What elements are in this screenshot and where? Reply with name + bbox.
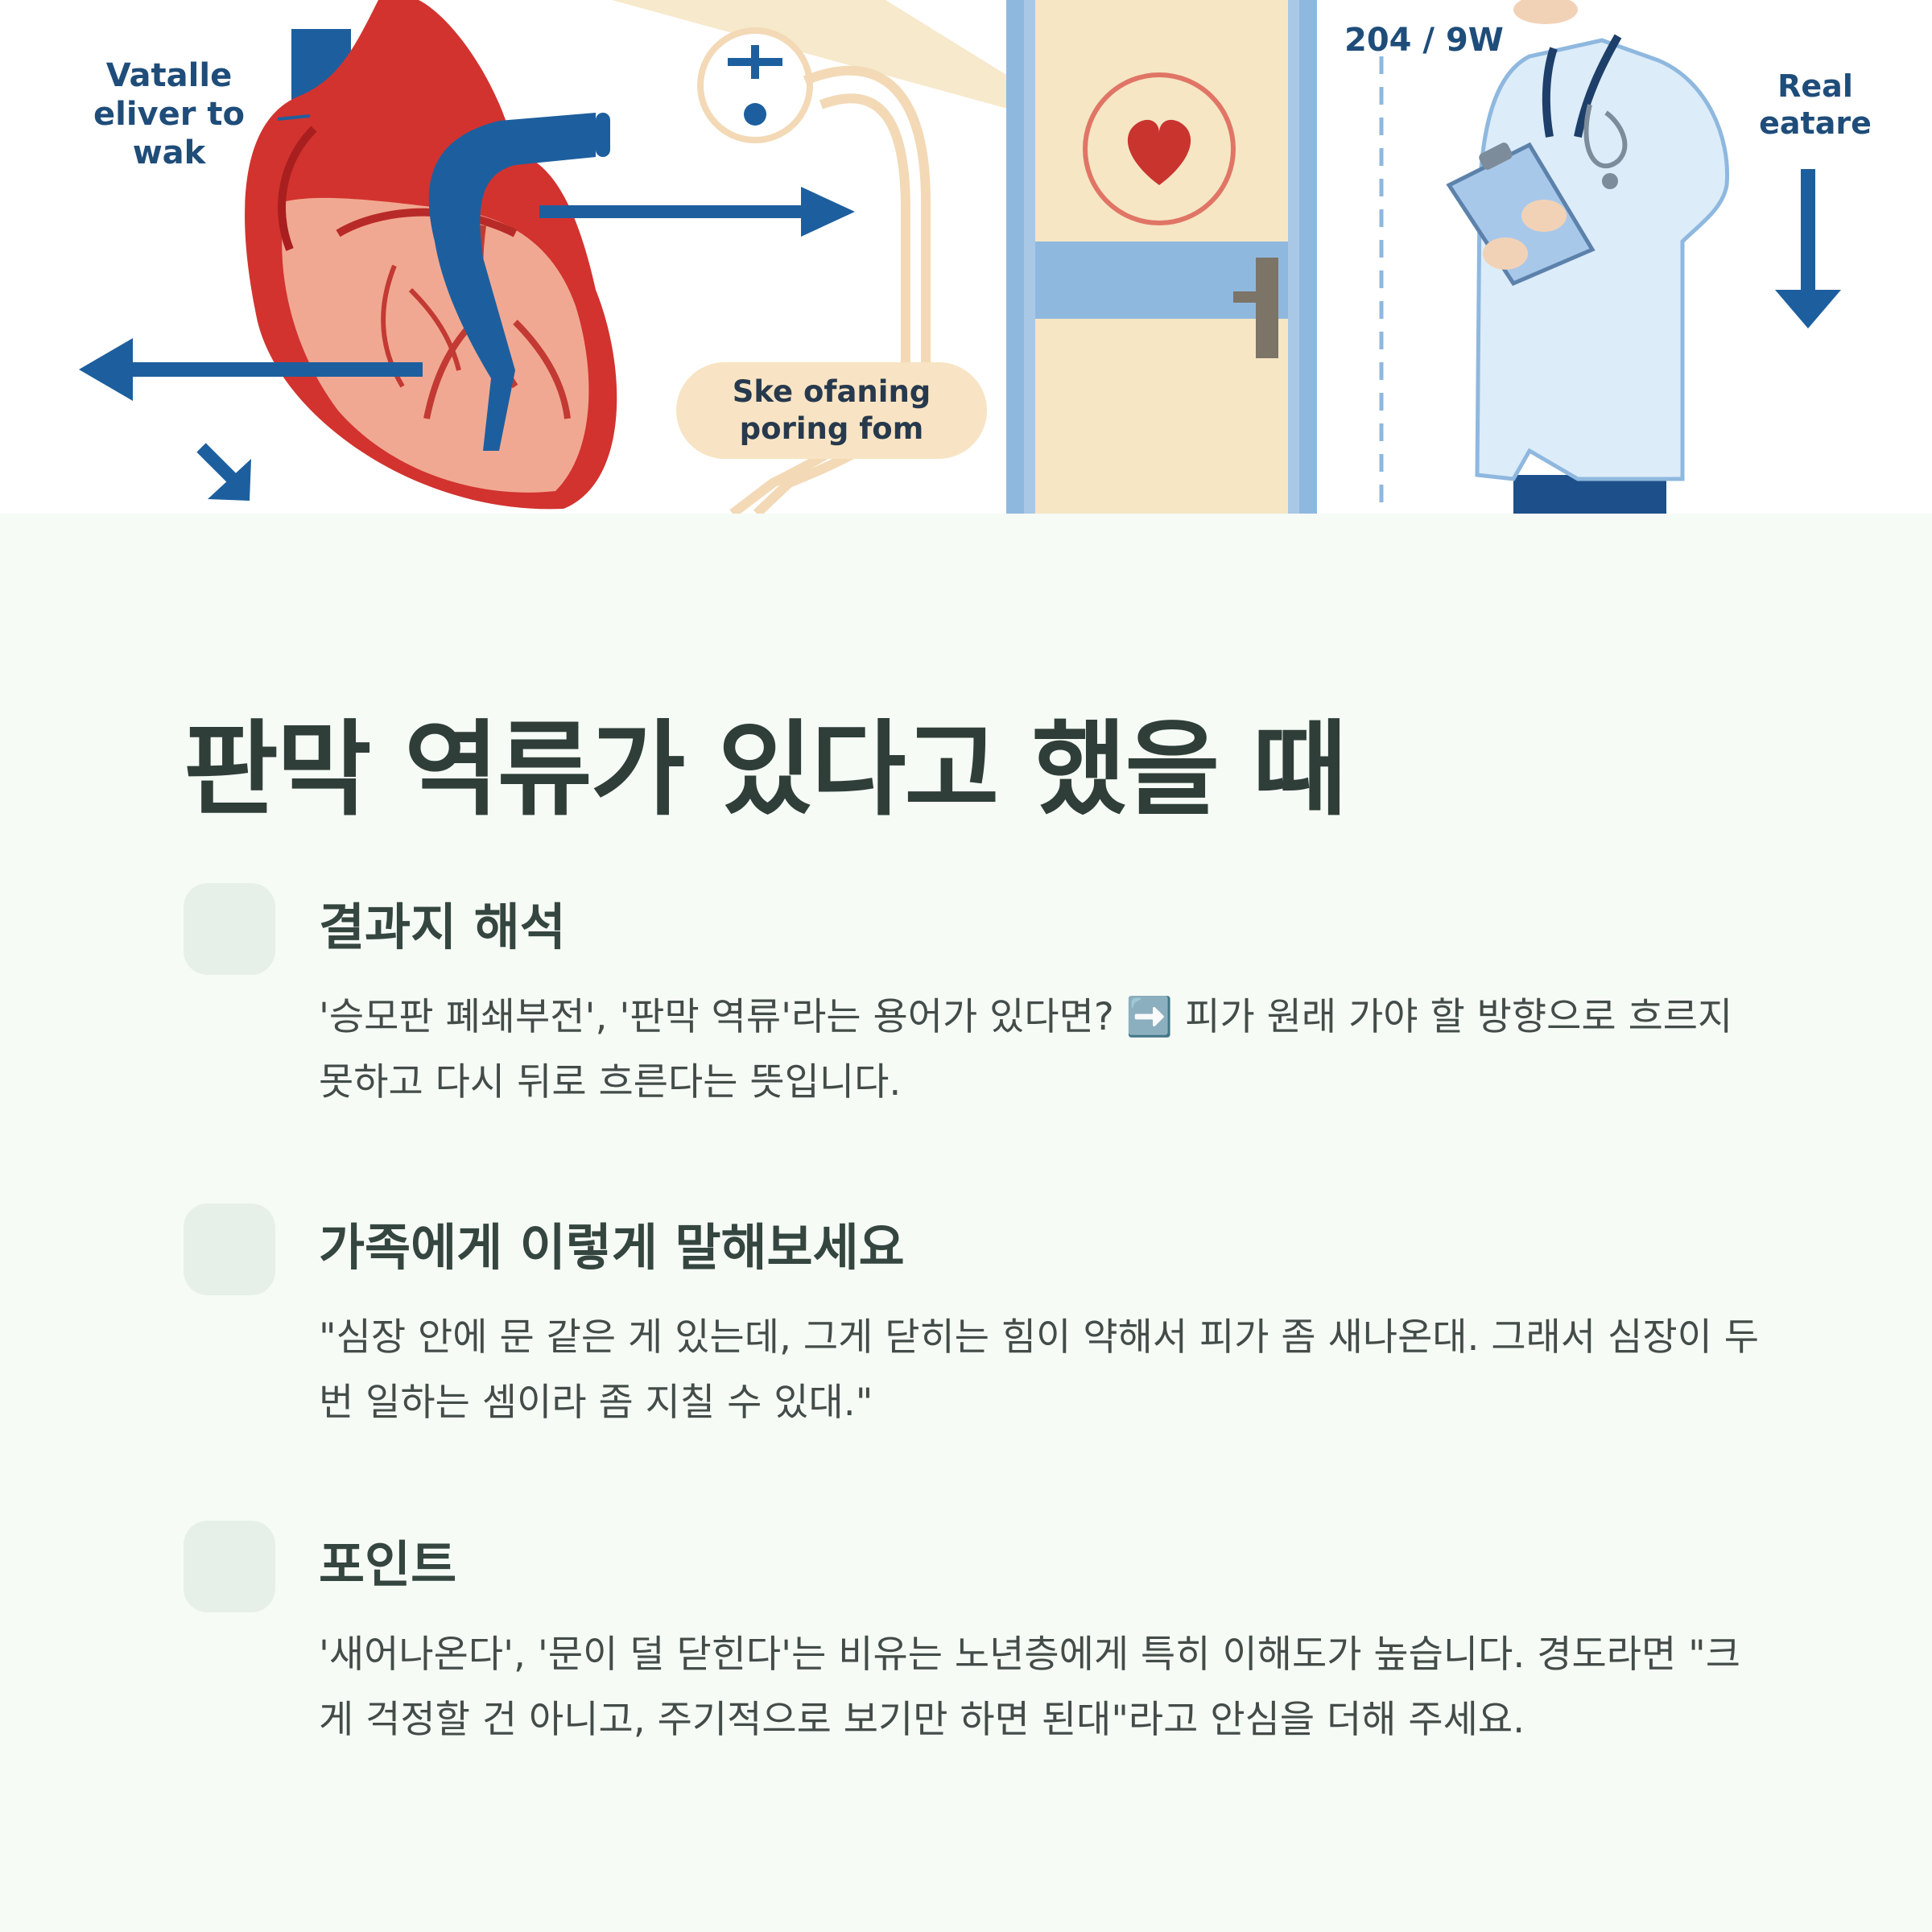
doctor-illustration bbox=[1446, 0, 1730, 514]
illustration-banner: Vatalle eliver to wak 204 / 9W Real eata… bbox=[0, 0, 1932, 514]
section-badge-icon bbox=[184, 1203, 275, 1295]
page-title: 판막 역류가 있다고 했을 때 bbox=[184, 710, 1348, 830]
illustration-pill-text: Ske ofaning poring fom bbox=[732, 374, 931, 446]
divide-icon bbox=[697, 27, 813, 143]
heart-doctor-illustration bbox=[0, 0, 1932, 514]
small-heart-icon bbox=[1127, 119, 1191, 185]
illustration-label-right: Real eatare bbox=[1759, 68, 1872, 141]
section-body: '승모판 폐쇄부전', '판막 역류'라는 용어가 있다면? ➡️ 피가 원래 … bbox=[319, 995, 1733, 1104]
door-shape bbox=[1006, 0, 1317, 514]
illustration-label-number: 204 / 9W bbox=[1344, 22, 1504, 59]
stethoscope-icon bbox=[1583, 104, 1628, 168]
section-heading: 포인트 bbox=[319, 1535, 457, 1594]
arrow-left-icon bbox=[79, 338, 423, 401]
section-badge-icon bbox=[184, 883, 275, 975]
arrow-down-right-icon bbox=[196, 443, 251, 501]
section-body: "심장 안에 문 같은 게 있는데, 그게 닫히는 힘이 약해서 피가 좀 새나… bbox=[319, 1315, 1759, 1425]
section-heading: 가족에게 이렇게 말해보세요 bbox=[319, 1218, 905, 1277]
illustration-pill: Ske ofaning poring fom bbox=[676, 362, 987, 459]
section-badge-icon bbox=[184, 1521, 275, 1612]
illustration-label-left: Vatalle eliver to wak bbox=[93, 57, 245, 171]
arrow-down-icon bbox=[1775, 169, 1841, 328]
section-heading: 결과지 해석 bbox=[319, 898, 566, 956]
aorta-shape bbox=[428, 113, 596, 451]
arrow-right-icon bbox=[539, 187, 855, 237]
section-body: '새어나온다', '문이 덜 닫힌다'는 비유는 노년층에게 특히 이해도가 높… bbox=[319, 1633, 1740, 1742]
